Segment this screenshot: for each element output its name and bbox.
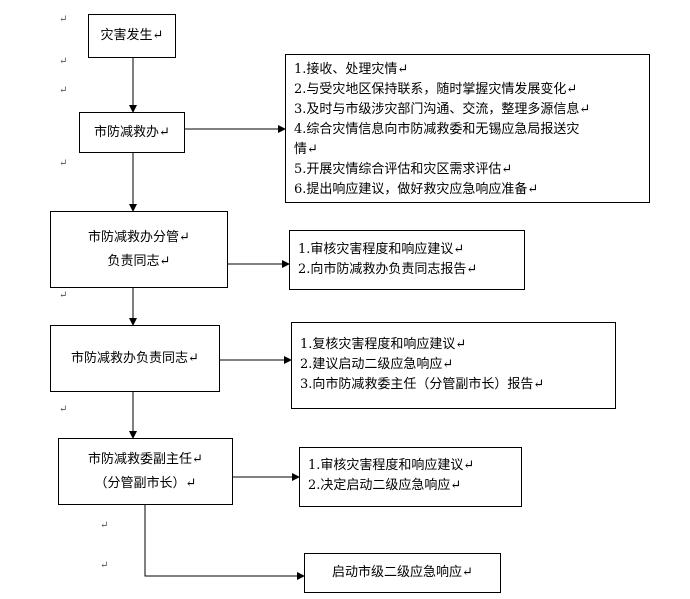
detail-office-deputy: 1.审核灾害程度和响应建议↵ 2.向市防减救办负责同志报告↵ [289,230,525,290]
paragraph-mark: ↵ [59,290,68,301]
detail-line: 5.开展灾情综合评估和灾区需求评估↵ [294,162,513,177]
node-label: 负责同志↵ [107,253,171,269]
node-city-office: 市防减救办↵ [79,112,185,153]
node-label: 市防减救办↵ [94,124,170,140]
detail-city-office: 1.接收、处理灾情↵ 2.与受灾地区保持联系，随时掌握灾情发展变化↵ 3.及时与… [285,54,650,203]
detail-line: 6.提出响应建议，做好救灾应急响应准备↵ [294,182,539,197]
detail-line: 2.决定启动二级应急响应↵ [308,478,462,493]
detail-line: 1.复核灾害程度和响应建议↵ [300,337,467,352]
paragraph-mark: ↵ [59,85,68,96]
paragraph-mark: ↵ [59,158,68,169]
node-disaster-occur: 灾害发生↵ [88,14,176,58]
node-label: 市防减救委副主任↵ [88,451,203,467]
detail-office-head: 1.复核灾害程度和响应建议↵ 2.建议启动二级应急响应↵ 3.向市防减救委主任（… [291,322,616,409]
node-label: 灾害发生↵ [100,28,164,43]
node-label: （分管副市长）↵ [94,475,197,491]
arrow-vice-mayor-to-start [144,505,305,580]
detail-vice-mayor: 1.审核灾害程度和响应建议↵ 2.决定启动二级应急响应↵ [299,447,522,507]
node-vice-mayor: 市防减救委副主任↵ （分管副市长）↵ [58,438,233,505]
paragraph-mark: ↵ [100,520,109,531]
node-start-response: 启动市级二级应急响应↵ [304,553,501,593]
paragraph-mark: ↵ [59,404,68,415]
paragraph-mark: ↵ [59,56,68,67]
node-label: 启动市级二级应急响应↵ [332,565,473,580]
paragraph-mark: ↵ [59,14,68,25]
detail-line: 1.审核灾害程度和响应建议↵ [308,458,475,473]
node-office-head: 市防减救办负责同志↵ [50,325,220,392]
paragraph-mark: ↵ [100,560,109,571]
node-label: 市防减救办负责同志↵ [71,350,199,366]
detail-line: 2.向市防减救办负责同志报告↵ [298,262,478,277]
detail-line: 情↵ [294,142,318,157]
detail-line: 3.向市防减救委主任（分管副市长）报告↵ [300,377,545,392]
detail-line: 1.审核灾害程度和响应建议↵ [298,242,465,257]
detail-line: 1.接收、处理灾情↵ [294,62,409,77]
node-office-deputy: 市防减救办分管↵ 负责同志↵ [50,211,228,288]
detail-line: 3.及时与市级涉灾部门沟通、交流，整理多源信息↵ [294,102,591,117]
detail-line: 4.综合灾情信息向市防减救委和无锡应急局报送灾 [294,122,580,137]
detail-line: 2.与受灾地区保持联系，随时掌握灾情发展变化↵ [294,82,578,97]
node-label: 市防减救办分管↵ [88,229,190,245]
detail-line: 2.建议启动二级应急响应↵ [300,357,454,372]
